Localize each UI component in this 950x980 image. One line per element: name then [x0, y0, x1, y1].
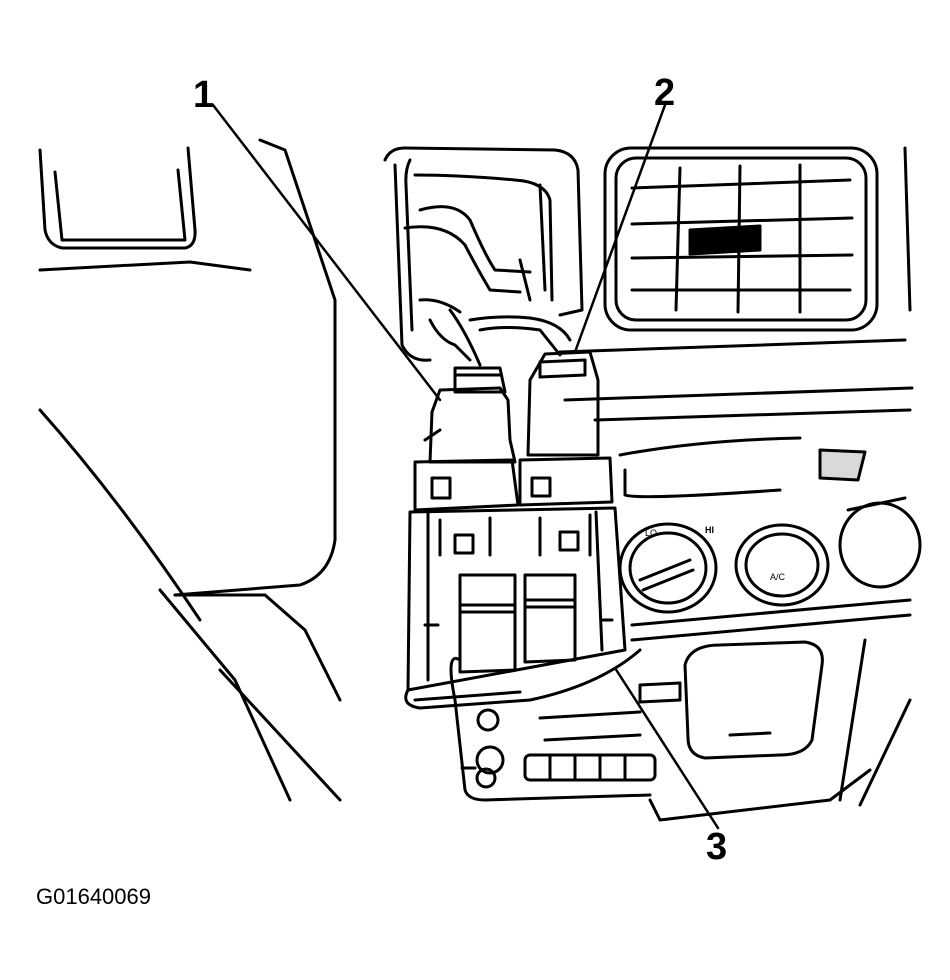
fan-hi-label: HI [705, 525, 714, 535]
dash-trim [558, 338, 914, 499]
callout-2: 2 [654, 72, 676, 114]
connectors [423, 350, 600, 464]
callout-3: 3 [706, 826, 728, 868]
air-vent [603, 146, 912, 332]
switch-assembly [404, 456, 642, 710]
ac-label: A/C [770, 572, 786, 582]
figure-id: G01640069 [36, 884, 151, 909]
leader-lines [211, 103, 720, 830]
callout-1: 1 [193, 74, 215, 116]
dash-opening [383, 146, 584, 367]
lower-console [449, 598, 912, 822]
fan-lo-label: LO [645, 528, 657, 538]
hvac-controls: LO HI A/C [618, 496, 922, 614]
left-dash-panel [38, 138, 342, 802]
